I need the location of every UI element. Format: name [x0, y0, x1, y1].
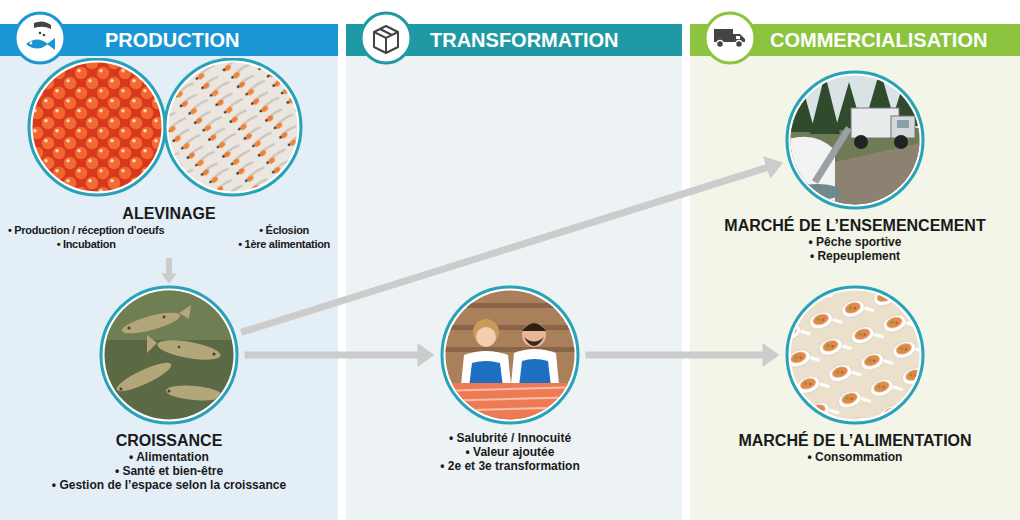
column-panel: COMMERCIALISATION MARCHÉ DE L’ENSEMENCEME… — [690, 24, 1020, 520]
column-heading: TRANSFORMATION — [430, 24, 619, 56]
photo-pair — [4, 58, 334, 198]
photo-circle: MARCHÉ DE L’ALIMENTATION• Consommation — [785, 285, 925, 425]
header-icon — [361, 13, 411, 63]
bullet-item: • Gestion de l’espace selon la croissanc… — [4, 478, 334, 492]
photo-circle: MARCHÉ DE L’ENSEMENCEMENT• Pêche sportiv… — [785, 70, 925, 210]
circle-outline — [785, 70, 925, 210]
arrow-head — [763, 343, 780, 367]
circle-outline — [785, 285, 925, 425]
header-icon — [15, 13, 65, 63]
stage-heading: ALEVINAGE — [4, 204, 334, 223]
bullet-item: • 2e et 3e transformation — [350, 459, 670, 473]
bullet-item: • Consommation — [692, 450, 1018, 464]
arrow-head — [418, 343, 435, 367]
photo-ring — [101, 287, 237, 423]
stage-heading: MARCHÉ DE L’ALIMENTATION — [692, 431, 1018, 450]
header-icon-frame — [702, 10, 758, 66]
column-heading: PRODUCTION — [105, 24, 239, 56]
bullet-item: • Éclosion — [238, 223, 330, 237]
photo-ring — [165, 59, 301, 195]
arrow-shaft — [245, 352, 419, 359]
bullet-row: • Production / réception d’oeufs• Incuba… — [4, 223, 334, 251]
photo-ring — [29, 59, 165, 195]
circle-outline — [440, 285, 580, 425]
photo-ring — [787, 72, 923, 208]
arrow-head — [763, 156, 783, 179]
photo-illustration — [785, 285, 925, 425]
caption-block: CROISSANCE• Alimentation• Santé et bien-… — [4, 431, 334, 492]
photo-ring — [787, 287, 923, 423]
header-icon-frame — [12, 10, 68, 66]
flow-arrow — [161, 258, 177, 284]
bullet-item: • Alimentation — [4, 450, 334, 464]
caption-block: ALEVINAGE• Production / réception d’oeuf… — [4, 204, 334, 251]
flow-arrow — [586, 343, 780, 367]
photo-illustration — [785, 70, 925, 210]
column-heading: COMMERCIALISATION — [770, 24, 987, 56]
column-panel: TRANSFORMATION • Salubrité / Innocuité• V… — [346, 24, 682, 520]
arrow-shaft — [586, 352, 764, 359]
circle-outline — [99, 285, 239, 425]
arrow-head — [161, 274, 177, 284]
bullet-item: • Incubation — [8, 237, 164, 251]
bullet-item: • 1ère alimentation — [238, 237, 330, 251]
stage-group: ALEVINAGE• Production / réception d’oeuf… — [4, 58, 334, 256]
photo-illustration — [440, 285, 580, 425]
caption-block: MARCHÉ DE L’ALIMENTATION• Consommation — [692, 431, 1018, 464]
photo-ring — [442, 287, 578, 423]
flow-arrow — [241, 156, 783, 332]
flow-arrow — [245, 343, 435, 367]
arrow-shaft — [241, 167, 768, 332]
photo-illustration — [163, 58, 303, 197]
stage-heading: CROISSANCE — [4, 431, 334, 450]
caption-block: MARCHÉ DE L’ENSEMENCEMENT• Pêche sportiv… — [692, 216, 1018, 263]
bullet-item: • Salubrité / Innocuité — [350, 431, 670, 445]
bullet-item: • Pêche sportive — [692, 235, 1018, 249]
column-panel: PRODUCTION ALEVINAGE• Production / récept… — [0, 24, 338, 520]
stage-heading: MARCHÉ DE L’ENSEMENCEMENT — [692, 216, 1018, 235]
bullet-column: • Éclosion• 1ère alimentation — [238, 223, 330, 251]
photo-illustration — [99, 285, 239, 425]
bullet-item: • Santé et bien-être — [4, 464, 334, 478]
photo-illustration — [27, 58, 167, 197]
photo-circle: • Salubrité / Innocuité• Valeur ajoutée•… — [440, 285, 580, 425]
arrow-shaft — [166, 258, 172, 275]
bullet-item: • Production / réception d’oeufs — [8, 223, 164, 237]
caption-block: • Salubrité / Innocuité• Valeur ajoutée•… — [350, 431, 670, 473]
header-icon-frame — [358, 10, 414, 66]
bullet-item: • Repeuplement — [692, 249, 1018, 263]
bullet-item: • Valeur ajoutée — [350, 445, 670, 459]
photo-circle: CROISSANCE• Alimentation• Santé et bien-… — [99, 285, 239, 425]
bullet-column: • Production / réception d’oeufs• Incuba… — [8, 223, 164, 251]
header-icon — [705, 13, 755, 63]
